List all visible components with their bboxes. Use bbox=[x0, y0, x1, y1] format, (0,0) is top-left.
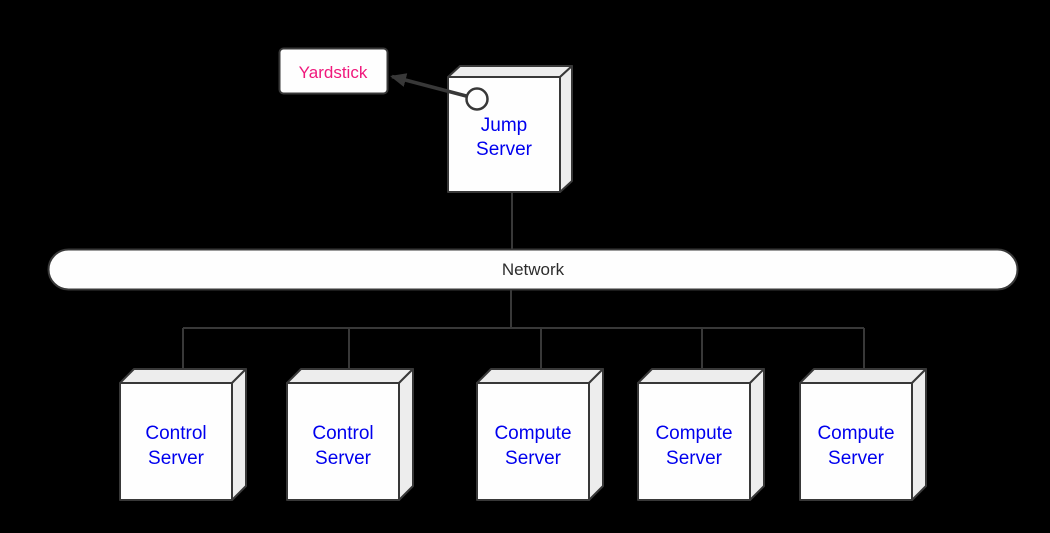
control-server-2-label-line1: Control bbox=[312, 423, 373, 444]
compute-server-2-front-face bbox=[637, 382, 751, 501]
compute-server-3-front-face bbox=[799, 382, 913, 501]
control-server-2-node: Control Server bbox=[286, 368, 414, 501]
jump-server-label-line2: Server bbox=[476, 139, 533, 160]
control-server-2-front-face bbox=[286, 382, 400, 501]
compute-server-1-label-line1: Compute bbox=[494, 423, 571, 444]
control-server-1-front-face bbox=[119, 382, 233, 501]
compute-server-2-label-line2: Server bbox=[666, 448, 723, 469]
compute-server-2-top-face bbox=[637, 368, 765, 384]
jump-server-side-face bbox=[559, 65, 573, 193]
compute-server-2-node: Compute Server bbox=[637, 368, 765, 501]
compute-server-2-label-line1: Compute bbox=[655, 423, 732, 444]
compute-server-1-front-face bbox=[476, 382, 590, 501]
yardstick-node: Yardstick bbox=[278, 47, 389, 95]
compute-server-1-node: Compute Server bbox=[476, 368, 604, 501]
control-server-2-side-face bbox=[398, 368, 414, 501]
control-server-1-node: Control Server bbox=[119, 368, 247, 501]
control-server-2-top-face bbox=[286, 368, 414, 384]
network-label: Network bbox=[502, 260, 565, 279]
compute-server-3-top-face bbox=[799, 368, 927, 384]
control-server-1-label-line1: Control bbox=[145, 423, 206, 444]
control-server-1-side-face bbox=[231, 368, 247, 501]
compute-server-3-side-face bbox=[911, 368, 927, 501]
jump-server-port-icon bbox=[465, 87, 489, 111]
compute-server-2-side-face bbox=[749, 368, 765, 501]
network-pill bbox=[47, 248, 1019, 291]
jump-server-top-face bbox=[447, 65, 573, 78]
compute-server-1-side-face bbox=[588, 368, 604, 501]
network-node: Network bbox=[47, 248, 1019, 291]
compute-server-3-node: Compute Server bbox=[799, 368, 927, 501]
control-server-2-label-line2: Server bbox=[315, 448, 372, 469]
yardstick-box bbox=[278, 47, 389, 95]
compute-server-3-label-line1: Compute bbox=[817, 423, 894, 444]
yardstick-arrow bbox=[390, 73, 471, 99]
compute-server-1-top-face bbox=[476, 368, 604, 384]
yardstick-label: Yardstick bbox=[299, 63, 368, 82]
compute-server-3-label-line2: Server bbox=[828, 448, 885, 469]
edges bbox=[182, 190, 865, 378]
compute-server-1-label-line2: Server bbox=[505, 448, 562, 469]
jump-server-node: Jump Server bbox=[390, 65, 573, 193]
control-server-1-label-line2: Server bbox=[148, 448, 205, 469]
control-server-1-top-face bbox=[119, 368, 247, 384]
jump-server-label-line1: Jump bbox=[481, 115, 527, 136]
